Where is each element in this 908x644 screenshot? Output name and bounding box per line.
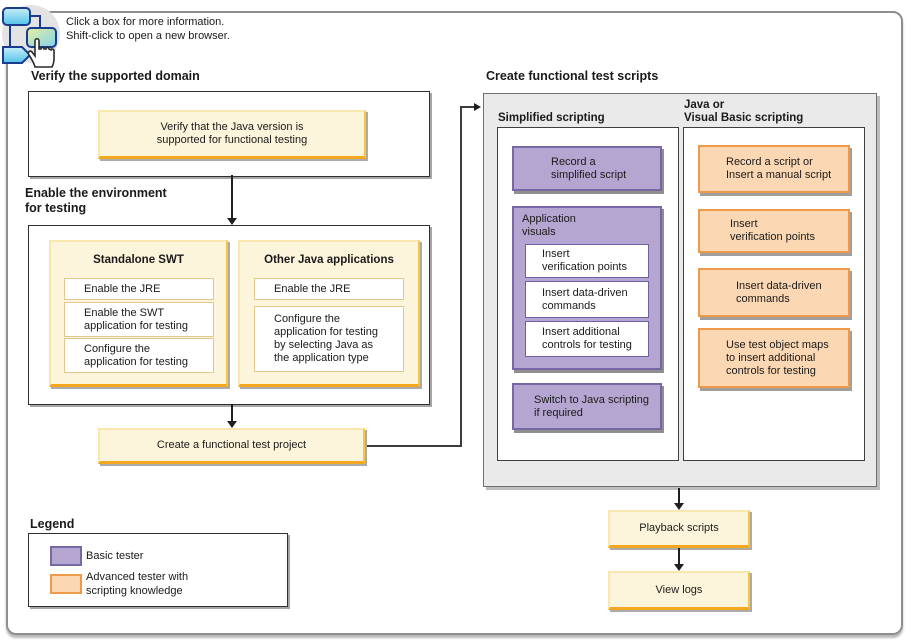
java-vb-scripting-panel: Record a script or Insert a manual scrip…: [683, 127, 865, 461]
standalone-swt-group: Standalone SWT Enable the JRE Enable the…: [49, 240, 228, 387]
standalone-swt-title: Standalone SWT: [93, 254, 184, 266]
simplified-scripting-panel: Record a simplified script Application v…: [497, 127, 679, 461]
enable-jre-swt-box[interactable]: Enable the JRE: [64, 278, 214, 300]
insert-data-driven-commands-box-vb[interactable]: Insert data-driven commands: [698, 268, 850, 317]
record-simplified-script-box[interactable]: Record a simplified script: [512, 146, 662, 191]
view-logs-box[interactable]: View logs: [608, 571, 750, 610]
insert-verification-points-box-simplified[interactable]: Insert verification points: [525, 244, 649, 278]
enable-swt-application-box[interactable]: Enable the SWT application for testing: [64, 302, 214, 337]
record-script-box[interactable]: Record a script or Insert a manual scrip…: [698, 145, 850, 193]
playback-scripts-box[interactable]: Playback scripts: [608, 510, 750, 548]
arrowhead-right-icon: [474, 103, 481, 111]
arrowhead-down-icon: [227, 421, 237, 428]
verify-domain-heading: Verify the supported domain: [31, 69, 200, 83]
other-java-group: Other Java applications Enable the JRE C…: [238, 240, 420, 387]
basic-tester-label: Basic tester: [86, 550, 144, 562]
java-vb-scripting-label: Java or Visual Basic scripting: [684, 99, 804, 124]
switch-to-java-scripting-box[interactable]: Switch to Java scripting if required: [512, 383, 662, 430]
insert-data-driven-commands-box-simplified[interactable]: Insert data-driven commands: [525, 281, 649, 318]
insert-additional-controls-box[interactable]: Insert additional controls for testing: [525, 321, 649, 357]
flow-node-icon: [2, 7, 31, 26]
arrowhead-down-icon: [674, 503, 684, 510]
arrowhead-down-icon: [674, 564, 684, 571]
instructions-text: Click a box for more information. Shift-…: [66, 16, 230, 42]
simplified-scripting-label: Simplified scripting: [498, 112, 605, 124]
page-frame: [6, 11, 903, 635]
enable-environment-panel: Standalone SWT Enable the JRE Enable the…: [28, 225, 430, 405]
create-project-box[interactable]: Create a functional test project: [98, 428, 365, 464]
basic-tester-swatch: [50, 546, 82, 566]
verify-domain-panel: Verify that the Java version is supporte…: [28, 91, 430, 177]
create-scripts-heading: Create functional test scripts: [486, 69, 659, 83]
advanced-tester-label: Advanced tester with scripting knowledge: [86, 571, 189, 597]
application-visuals-label: Application visuals: [522, 213, 576, 238]
enable-jre-java-box[interactable]: Enable the JRE: [254, 278, 404, 300]
flowchart-click-icon: [2, 5, 60, 68]
configure-application-swt-box[interactable]: Configure the application for testing: [64, 338, 214, 373]
enable-environment-heading: Enable the environment for testing: [25, 186, 167, 215]
application-visuals-group[interactable]: Application visuals Insert verification …: [512, 206, 662, 370]
other-java-title: Other Java applications: [264, 254, 394, 266]
legend-heading: Legend: [30, 517, 75, 531]
highlighted-node-icon: [26, 27, 57, 48]
arrowhead-down-icon: [227, 218, 237, 225]
advanced-tester-swatch: [50, 574, 82, 594]
flow-decision-icon: [2, 46, 32, 64]
configure-application-java-box[interactable]: Configure the application for testing by…: [254, 306, 404, 372]
hand-cursor-icon: [27, 37, 55, 68]
verify-java-version-box[interactable]: Verify that the Java version is supporte…: [98, 110, 366, 159]
legend-panel: Basic tester Advanced tester with script…: [28, 533, 288, 607]
use-test-object-maps-box[interactable]: Use test object maps to insert additiona…: [698, 328, 850, 388]
insert-verification-points-box-vb[interactable]: Insert verification points: [698, 209, 850, 253]
create-scripts-panel: Simplified scripting Record a simplified…: [483, 93, 877, 487]
